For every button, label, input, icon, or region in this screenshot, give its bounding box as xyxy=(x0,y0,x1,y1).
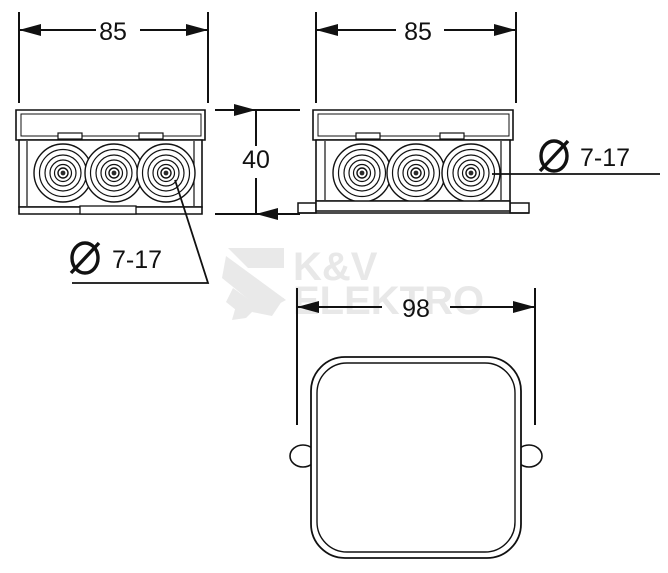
box-base-skirt xyxy=(315,200,511,212)
callout-knockout-left: 7-17 xyxy=(69,179,210,284)
box-lid-inner-edge xyxy=(317,113,510,137)
knockout-3 xyxy=(441,143,501,203)
dimension-height-40: 40 xyxy=(215,104,300,220)
mounting-foot-right xyxy=(509,202,530,214)
callout-value-left: 7-17 xyxy=(112,246,162,274)
dimension-value-85-left: 85 xyxy=(99,18,127,46)
lid-latch-right xyxy=(138,132,164,140)
lid-latch-right xyxy=(439,132,465,140)
lid-latch-left xyxy=(355,132,381,140)
watermark: K&V ELEKTRO xyxy=(222,245,484,323)
dimension-width-98: 98 xyxy=(296,288,536,425)
callout-knockout-right: 7-17 xyxy=(492,139,660,175)
knockout-1 xyxy=(332,143,392,203)
box-lid-inner-edge xyxy=(20,113,202,137)
dimension-width-right: 85 xyxy=(315,12,517,103)
diameter-symbol-icon xyxy=(69,241,101,275)
lid-outline-inner xyxy=(316,362,516,553)
dimension-width-left: 85 xyxy=(18,12,209,103)
leader-line xyxy=(72,179,210,284)
watermark-line2: ELEKTRO xyxy=(293,279,484,323)
knockout-1 xyxy=(33,143,93,203)
dimension-value-40: 40 xyxy=(242,146,270,174)
base-latch-center xyxy=(79,205,137,215)
knockout-3 xyxy=(136,143,196,203)
diameter-symbol-icon xyxy=(538,139,570,173)
view-side-elevation-right xyxy=(297,109,530,214)
mounting-foot-left xyxy=(297,202,317,214)
watermark-line1: K&V xyxy=(293,245,378,289)
view-side-elevation-left xyxy=(15,109,206,215)
dimension-value-98: 98 xyxy=(402,295,430,323)
watermark-logo-icon xyxy=(222,248,286,320)
knockout-2 xyxy=(84,143,144,203)
lid-latch-left xyxy=(57,132,83,140)
callout-value-right: 7-17 xyxy=(580,144,630,172)
knockout-2 xyxy=(386,143,446,203)
view-plan-bottom xyxy=(289,356,543,559)
dimension-value-85-right: 85 xyxy=(404,18,432,46)
